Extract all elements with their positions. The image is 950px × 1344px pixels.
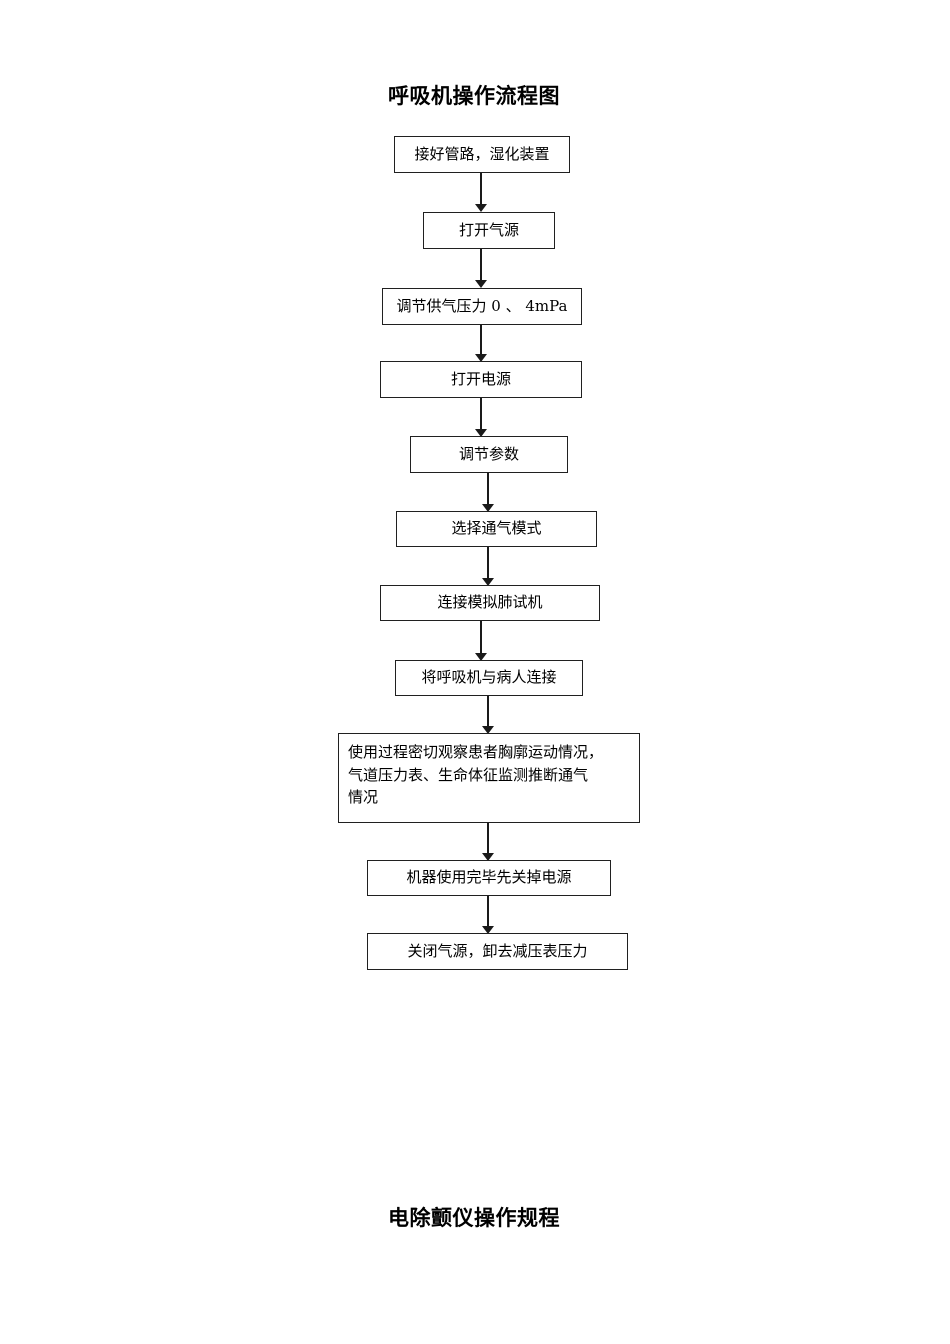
flow-step-7[interactable]: 连接模拟肺试机	[380, 585, 600, 621]
connector-arrow-6	[481, 547, 495, 586]
connector-arrow-3	[474, 325, 488, 362]
connector-arrow-10	[481, 896, 495, 934]
flow-step-11[interactable]: 关闭气源，卸去减压表压力	[367, 933, 628, 970]
flow-step-9-line-1: 使用过程密切观察患者胸廓运动情况，	[348, 743, 604, 761]
flow-step-10[interactable]: 机器使用完毕先关掉电源	[367, 860, 611, 896]
flow-step-5[interactable]: 调节参数	[410, 436, 568, 473]
connector-arrow-7	[474, 621, 488, 661]
connector-arrow-2	[474, 249, 488, 288]
connector-arrow-4	[474, 398, 488, 437]
connector-arrow-8	[481, 696, 495, 734]
connector-arrow-9	[481, 823, 495, 861]
flow-step-2[interactable]: 打开气源	[423, 212, 555, 249]
page-title-top: 呼吸机操作流程图	[388, 84, 560, 108]
connector-arrow-1	[474, 173, 488, 212]
flow-step-3[interactable]: 调节供气压力 0 、 4mPa	[382, 288, 582, 325]
flow-step-8[interactable]: 将呼吸机与病人连接	[395, 660, 583, 696]
page-title-bottom: 电除颤仪操作规程	[388, 1206, 560, 1230]
flow-step-9[interactable]: 使用过程密切观察患者胸廓运动情况， 气道压力表、生命体征监测推断通气 情况	[338, 733, 640, 823]
flow-step-9-line-2: 气道压力表、生命体征监测推断通气	[348, 765, 589, 784]
connector-arrow-5	[481, 473, 495, 512]
flow-step-9-line-3: 情况	[348, 788, 379, 806]
flow-step-6[interactable]: 选择通气模式	[396, 511, 597, 547]
flow-step-4[interactable]: 打开电源	[380, 361, 582, 398]
flow-step-1[interactable]: 接好管路，湿化装置	[394, 136, 570, 173]
